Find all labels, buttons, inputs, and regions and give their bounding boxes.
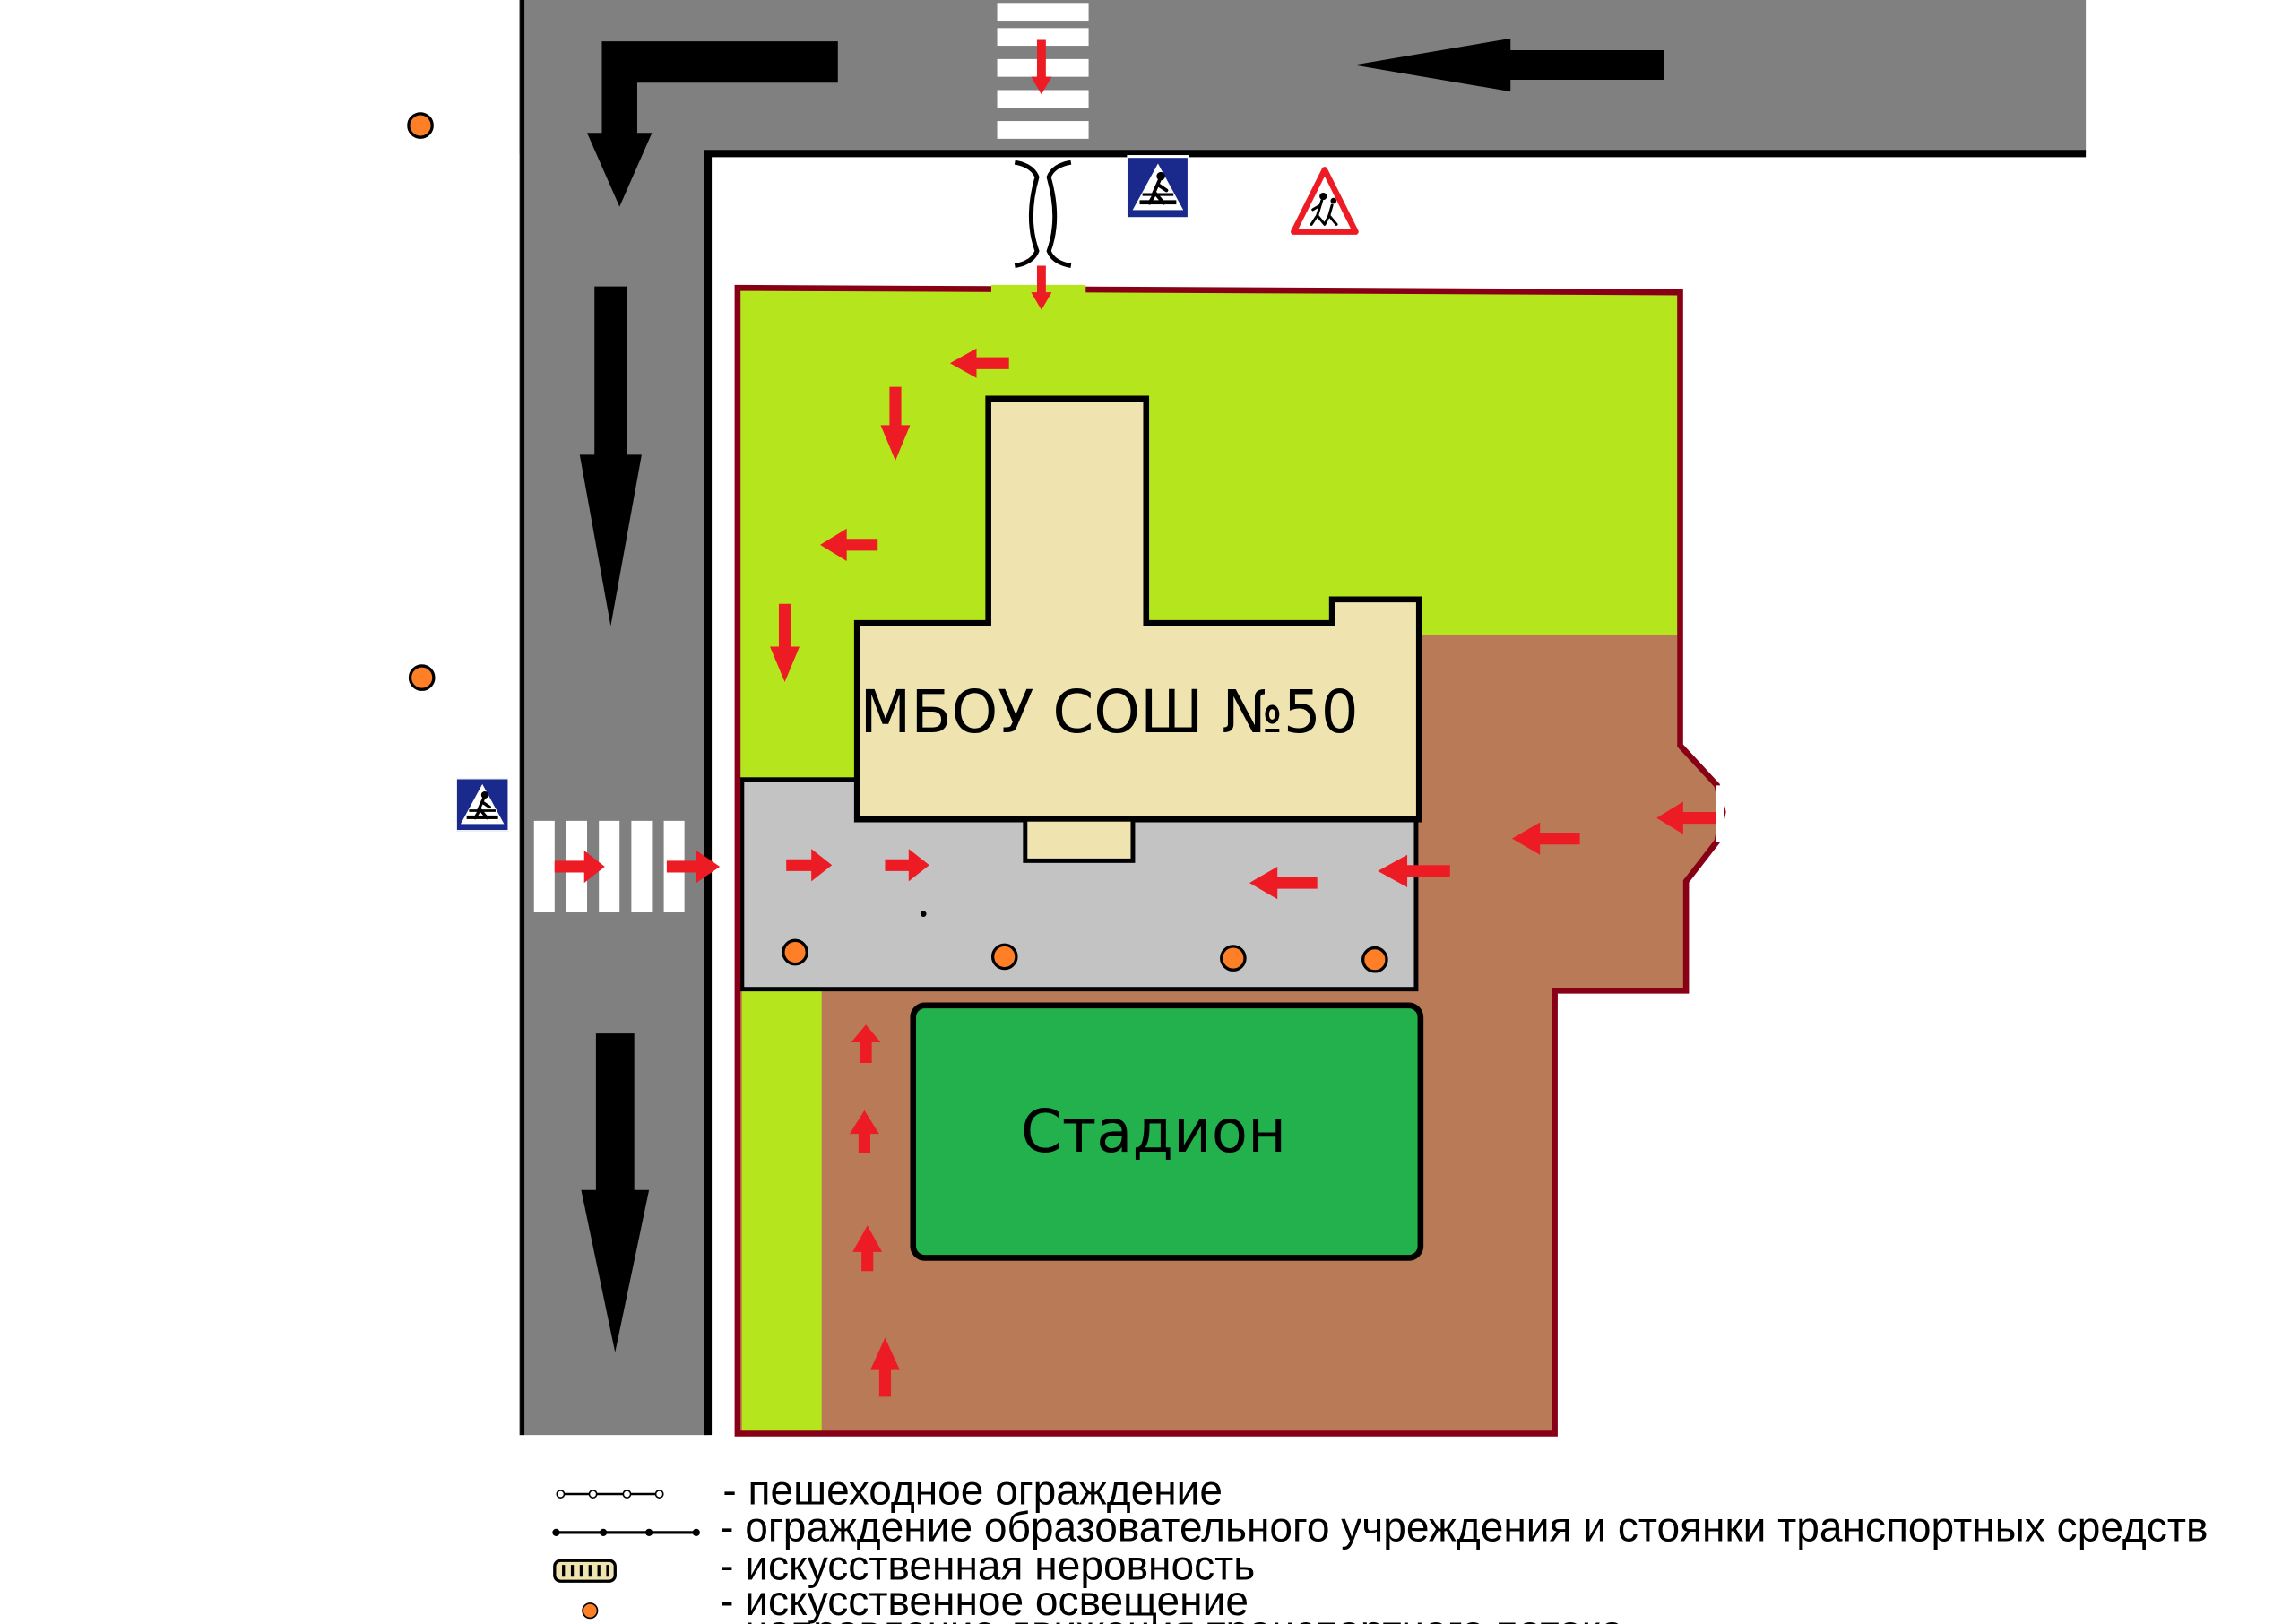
school-label: МБОУ СОШ №50 — [860, 678, 1359, 747]
stadium: Стадион — [910, 1002, 1424, 1261]
pedestrian-route-arrows — [554, 39, 1716, 1397]
building-outline — [853, 395, 1422, 823]
traffic-arrow-top-left — [1353, 38, 1664, 92]
school-building: МБОУ СОШ №50 — [853, 395, 1422, 863]
legend-text: - искусственная неровность — [720, 1542, 1255, 1589]
route-arrow-down — [1031, 39, 1052, 95]
street-lamp-icon — [990, 943, 1018, 971]
route-arrow-up — [849, 1110, 879, 1153]
street-lamp-icon — [782, 938, 808, 966]
route-arrow-right — [666, 850, 721, 884]
pedestrian-fence-icon — [556, 1490, 664, 1499]
children-warning-sign-icon — [1291, 167, 1359, 235]
traffic-arrow-turn — [587, 41, 838, 207]
dot-mark — [920, 911, 927, 917]
route-arrow-left — [1249, 866, 1318, 900]
route-arrow-down — [1031, 265, 1052, 310]
lawn-north — [740, 290, 1678, 780]
legend-text: - направление движения транспортного пот… — [720, 1607, 1624, 1624]
pedestrian-fence-north — [1014, 160, 1072, 268]
route-arrow-left — [1378, 854, 1450, 888]
route-arrow-right — [554, 850, 605, 884]
road-edge — [704, 150, 2087, 1436]
route-arrow-up — [852, 1225, 883, 1272]
traffic-flow-arrows — [579, 38, 1664, 1352]
crosswalk-sign-icon — [1127, 157, 1189, 219]
speed-bump-icon — [553, 1559, 617, 1583]
legend-text: - искусственное освещение — [720, 1577, 1249, 1624]
route-arrow-left — [1511, 822, 1580, 855]
route-arrow-down — [770, 603, 800, 683]
route-arrow-left — [820, 528, 878, 561]
route-arrow-right — [786, 849, 833, 882]
traffic-arrow-down-1 — [579, 286, 642, 626]
route-arrow-left — [949, 348, 1009, 378]
stadium-label: Стадион — [1021, 1097, 1286, 1166]
street-lamps — [407, 112, 1388, 973]
street-lamp-icon — [407, 112, 434, 139]
route-arrow-right — [885, 849, 929, 882]
crosswalk-top — [997, 3, 1089, 139]
street-lamp-icon — [408, 664, 436, 691]
street-lamp-icon — [1220, 945, 1247, 972]
roads — [519, 0, 2087, 1436]
institution-fence-icon — [552, 1528, 700, 1536]
legend-text: - ограждение образовательного учреждения… — [720, 1504, 2208, 1551]
road-signs — [454, 157, 1359, 832]
crosswalk-sign-icon — [454, 778, 511, 832]
territory-fence — [734, 284, 1726, 1437]
route-arrow-up — [851, 1024, 881, 1064]
stadium-field — [910, 1002, 1424, 1261]
legend-text: - пешеходное ограждение — [722, 1467, 1223, 1514]
legend: - пешеходное ограждение - ограждение обр… — [552, 1467, 2208, 1624]
street-lamp-icon — [1361, 946, 1388, 973]
route-arrow-left — [1656, 801, 1716, 834]
lawn-south — [741, 990, 822, 1432]
traffic-arrow-down-2 — [581, 1033, 650, 1352]
route-arrow-up — [870, 1337, 900, 1397]
building-porch — [1023, 816, 1136, 863]
route-arrow-down — [880, 386, 911, 461]
street-lamp-icon — [582, 1602, 599, 1620]
